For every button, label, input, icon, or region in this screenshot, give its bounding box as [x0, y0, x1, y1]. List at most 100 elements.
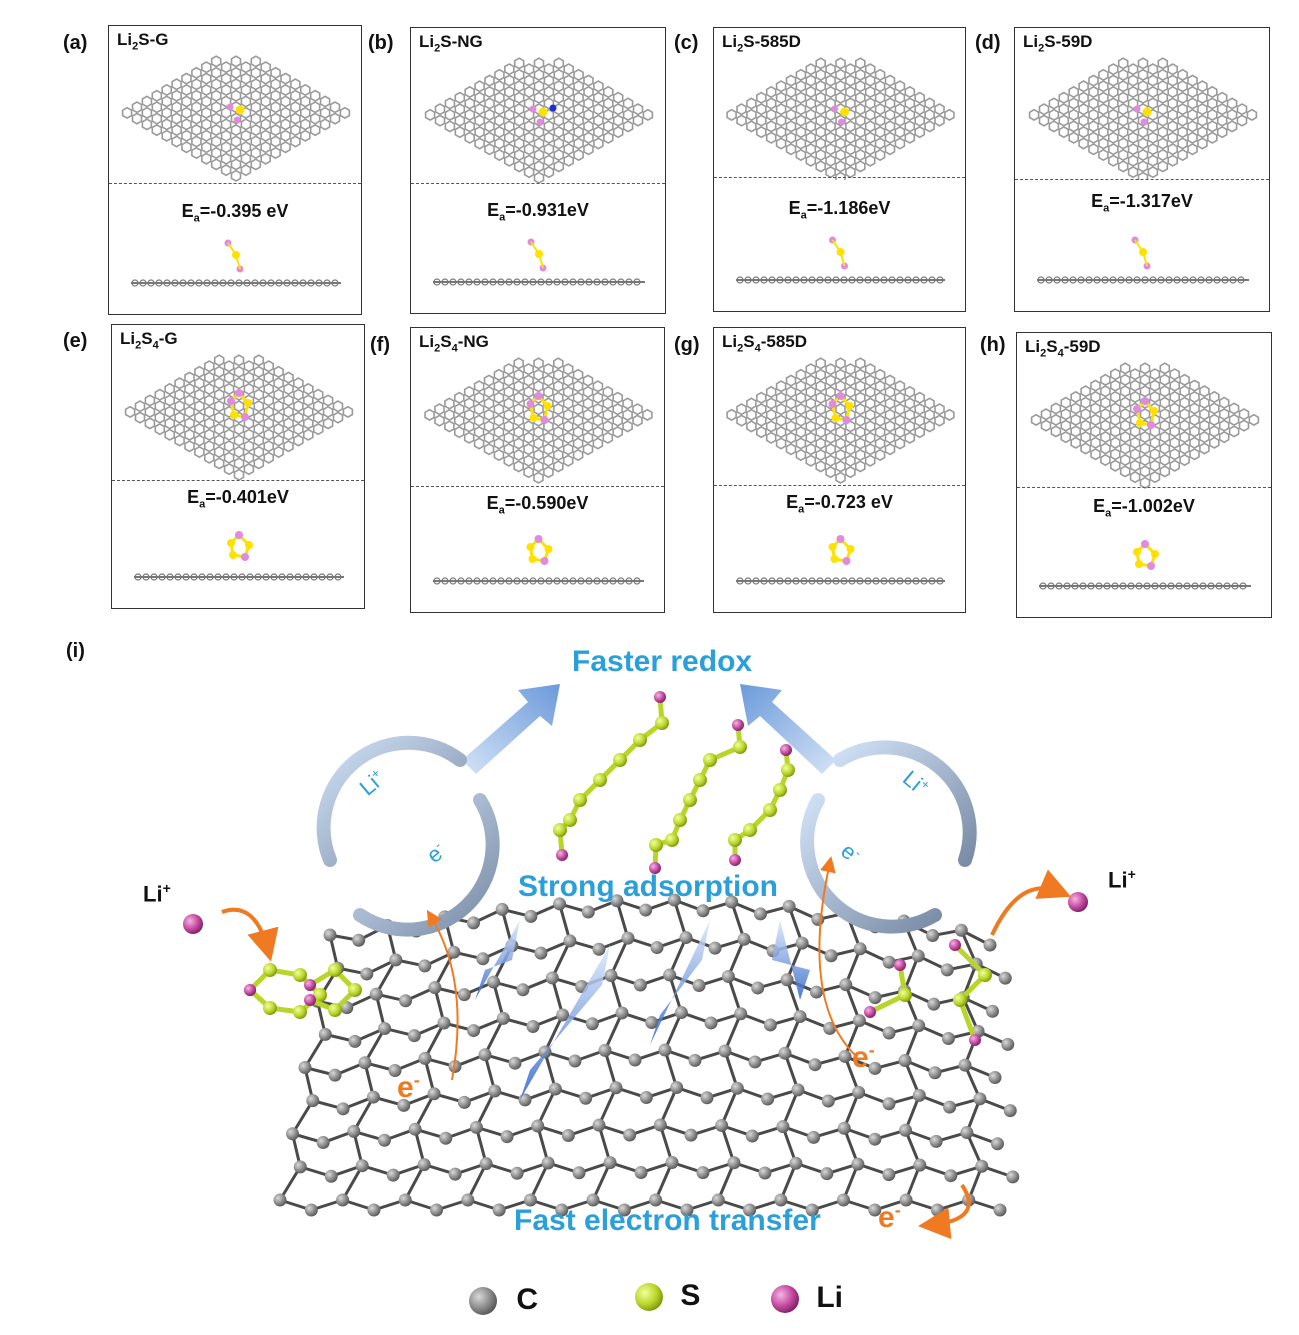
adsorption-energy: Ea=-1.317eV — [1091, 191, 1193, 215]
graphene-top-view — [726, 357, 955, 484]
li-ion-label-left: Li+ — [143, 880, 171, 907]
divider-line — [1017, 487, 1271, 488]
divider-line — [109, 183, 361, 184]
side-slab — [433, 278, 645, 286]
graphene-side-view — [131, 239, 341, 287]
panel-d: Li2S-59D Ea=-1.317eV — [1014, 27, 1270, 312]
lithium-atom-icon — [771, 1285, 799, 1314]
panel-title: Li2S-585D — [722, 32, 801, 55]
panel-a: Li2S-G Ea=-0.395 eV — [108, 25, 362, 315]
legend-carbon: C — [466, 1283, 538, 1318]
adsorption-energy: Ea=-0.395 eV — [181, 201, 289, 225]
lattice — [121, 55, 351, 182]
side-slab — [131, 279, 341, 287]
panel-title: Li2S4-59D — [1025, 337, 1101, 360]
divider-line — [714, 485, 965, 486]
panel-title: Li2S4-585D — [722, 332, 808, 355]
divider-line — [714, 177, 965, 178]
panel-letter-g: (g) — [674, 334, 700, 356]
adsorbate-side — [828, 535, 855, 565]
divider-line — [411, 486, 664, 487]
adsorbate-top — [831, 105, 849, 126]
adsorbate-side — [1131, 236, 1151, 270]
graphene-top-view — [1030, 362, 1260, 489]
graphene-side-view — [736, 535, 945, 585]
lattice — [1028, 57, 1258, 180]
panel-letter-e: (e) — [63, 330, 88, 352]
graphene-top-view — [424, 357, 653, 484]
lattice — [726, 357, 955, 484]
legend-sulfur: S — [632, 1279, 700, 1314]
panel-letter-h: (h) — [980, 334, 1006, 356]
adsorbate-top — [1133, 397, 1158, 429]
adsorbate-side — [829, 236, 848, 270]
panel-letter-c: (c) — [674, 32, 699, 54]
divider-line — [1015, 179, 1269, 180]
legend-lithium: Li — [768, 1281, 843, 1316]
electron-label-2: e- — [852, 1040, 875, 1074]
electron-label-3: e- — [878, 1200, 901, 1234]
carbon-atom-icon — [469, 1287, 497, 1316]
graphene-side-view — [433, 535, 644, 585]
divider-line — [112, 480, 364, 481]
adsorbate-side — [527, 238, 547, 272]
adsorbate-top — [227, 389, 252, 421]
panel-title: Li2S-NG — [419, 32, 483, 55]
panel-c: Li2S-585D Ea=-1.186eV — [713, 27, 966, 312]
adsorbate-side — [526, 535, 553, 565]
graphene-side-view — [1039, 540, 1251, 590]
adsorbate-top — [828, 392, 854, 424]
adsorption-energy: Ea=-0.723 eV — [786, 492, 893, 516]
side-slab — [433, 577, 644, 585]
panel-title: Li2S4-NG — [419, 332, 489, 355]
li-ion-label-right: Li+ — [1108, 866, 1136, 893]
panel-g: Li2S4-585D Ea=-0.723 eV — [713, 327, 966, 613]
sulfur-atom-icon — [635, 1283, 663, 1312]
adsorption-energy: Ea=-0.590eV — [486, 493, 589, 517]
carbon-sheet — [273, 893, 1020, 1217]
graphene-side-view — [134, 531, 344, 581]
graphene-side-view — [736, 236, 945, 284]
side-slab — [1039, 582, 1251, 590]
panel-f: Li2S4-NG Ea=-0.590eV — [410, 327, 665, 613]
fast-electron-transfer-label: Fast electron transfer — [514, 1204, 821, 1237]
adsorbate-top — [526, 392, 552, 424]
adsorption-energy: Ea=-0.401eV — [187, 487, 289, 511]
adsorbate-side — [224, 239, 244, 273]
faster-redox-label: Faster redox — [572, 645, 753, 678]
panel-e: Li2S4-G Ea=-0.401eV — [111, 324, 365, 609]
panel-letter-a: (a) — [63, 32, 88, 54]
graphene-side-view — [1037, 236, 1249, 284]
side-slab — [736, 276, 945, 284]
lattice — [424, 357, 653, 484]
graphene-top-view — [121, 55, 351, 182]
lattice — [726, 57, 955, 180]
panel-letter-f: (f) — [370, 334, 390, 356]
strong-adsorption-label: Strong adsorption — [518, 870, 778, 903]
panel-b: Li2S-NG Ea=-0.931eV — [410, 27, 666, 314]
adsorbate-side — [227, 531, 253, 561]
graphene-top-view — [1028, 57, 1258, 180]
panel-title: Li2S4-G — [120, 329, 178, 352]
adsorbate-side — [1133, 540, 1159, 570]
side-slab — [1037, 276, 1249, 284]
lattice — [1030, 362, 1260, 489]
adsorption-energy: Ea=-1.186eV — [788, 198, 891, 222]
electron-label-1: e- — [397, 1070, 420, 1104]
adsorption-energy: Ea=-0.931eV — [487, 200, 589, 224]
panel-title: Li2S-G — [117, 30, 169, 53]
adsorbate-top — [1133, 105, 1152, 126]
panel-title: Li2S-59D — [1023, 32, 1093, 55]
adsorbate-top — [226, 103, 245, 124]
panel-h: Li2S4-59D Ea=-1.002eV — [1016, 332, 1272, 618]
panel-letter-i: (i) — [66, 640, 85, 662]
divider-line — [411, 183, 665, 184]
graphene-top-view — [124, 354, 354, 481]
side-slab — [736, 577, 945, 585]
panel-letter-b: (b) — [368, 32, 394, 54]
graphene-top-view — [726, 57, 955, 180]
graphene-side-view — [433, 238, 645, 286]
schematic-decorations — [183, 684, 1088, 1240]
adsorption-energy: Ea=-1.002eV — [1093, 496, 1195, 520]
